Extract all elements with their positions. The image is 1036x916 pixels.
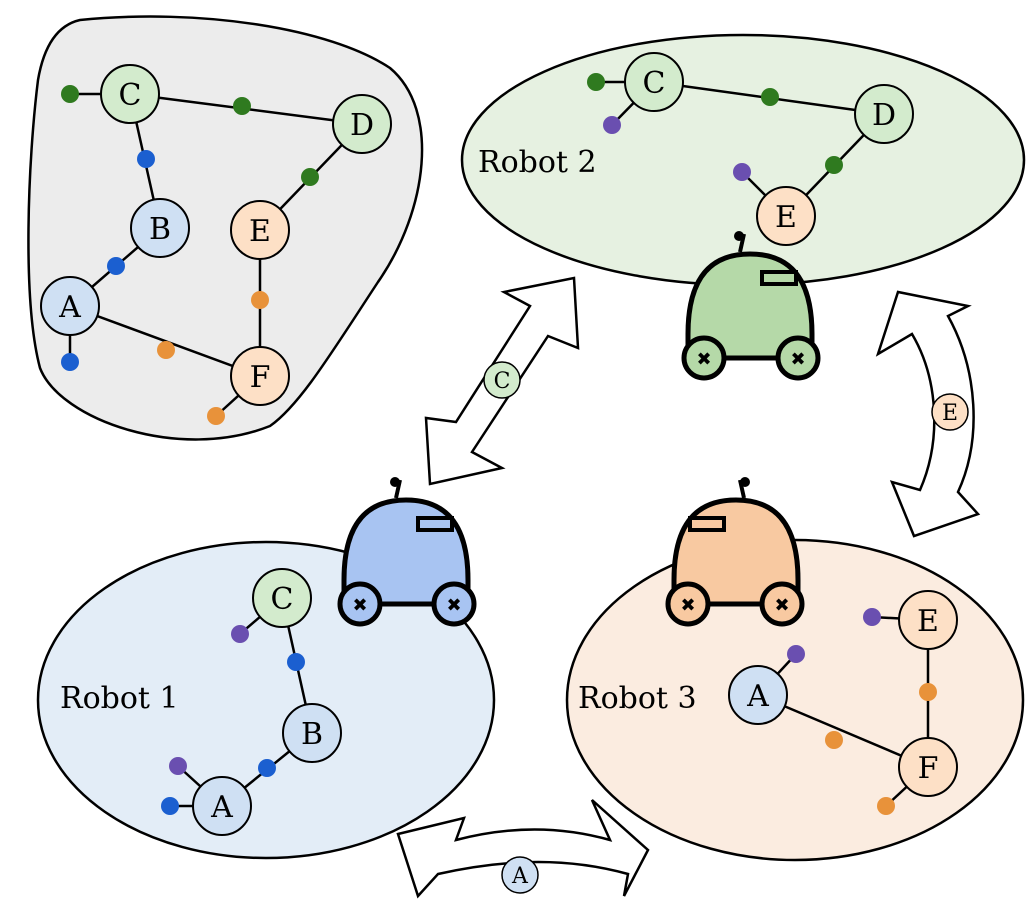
purple-dot — [169, 757, 187, 775]
green-dot — [61, 85, 79, 103]
orange-dot — [919, 683, 937, 701]
node-e: E — [898, 590, 958, 650]
svg-text:✖: ✖ — [696, 349, 711, 370]
blue-dot — [137, 150, 155, 168]
node-c: C — [624, 52, 684, 112]
blue-dot — [161, 797, 179, 815]
edge — [69, 304, 261, 378]
node-b: B — [282, 703, 342, 763]
green-dot — [301, 168, 319, 186]
blue-dot — [287, 653, 305, 671]
node-label: F — [250, 360, 271, 395]
global-map: C D B E A F — [27, 15, 424, 441]
node-label: A — [58, 290, 81, 325]
node-label: C — [271, 582, 294, 617]
purple-dot — [733, 163, 751, 181]
node-label: D — [872, 98, 896, 133]
node-c: C — [252, 568, 312, 628]
robot3-label: Robot 3 — [578, 681, 697, 716]
node-label: C — [119, 78, 142, 113]
blue-dot — [107, 257, 125, 275]
robot1-label: Robot 1 — [60, 681, 179, 716]
node-e: E — [230, 200, 290, 260]
exchange-arrow-robot2-robot3: E — [875, 290, 981, 538]
orange-dot — [825, 731, 843, 749]
node-label: E — [249, 214, 271, 249]
node-label: E — [775, 200, 797, 235]
robot1-icon: ✖ ✖ — [337, 477, 477, 627]
node-d: D — [332, 94, 392, 154]
node-label: D — [350, 108, 374, 143]
shared-node-badge — [501, 856, 539, 894]
shared-node-badge — [931, 393, 969, 431]
shared-node-badge — [483, 361, 521, 399]
node-label: B — [149, 212, 171, 247]
exchange-arrow-robot1-robot2: C — [424, 276, 580, 486]
robot2-label: Robot 2 — [478, 145, 597, 180]
node-label: B — [301, 717, 323, 752]
robot1-region — [36, 540, 496, 860]
blue-dot — [258, 759, 276, 777]
node-f: F — [898, 737, 958, 797]
robot2-icon: ✖ ✖ — [681, 231, 821, 381]
green-dot — [825, 156, 843, 174]
double-arrow-icon — [875, 290, 981, 538]
node-a: A — [192, 776, 252, 836]
robot1-map: Robot 1 C B A — [36, 540, 496, 860]
node-label: F — [918, 751, 939, 786]
blue-dot — [61, 353, 79, 371]
exchange-arrow-robot1-robot3: A — [396, 799, 650, 899]
node-label: C — [643, 66, 666, 101]
svg-text:✖: ✖ — [790, 349, 805, 370]
node-label: E — [917, 604, 939, 639]
global-map-region — [27, 15, 424, 441]
node-label: A — [746, 679, 769, 714]
node-c: C — [100, 64, 160, 124]
green-dot — [761, 88, 779, 106]
green-dot — [587, 73, 605, 91]
purple-dot — [231, 625, 249, 643]
edge — [757, 693, 929, 769]
node-d: D — [854, 84, 914, 144]
purple-dot — [603, 116, 621, 134]
green-dot — [233, 97, 251, 115]
robot2-map: Robot 2 C D E — [460, 33, 1026, 287]
shared-node-label: C — [494, 369, 511, 394]
node-label: A — [210, 790, 233, 825]
orange-dot — [207, 407, 225, 425]
node-f: F — [230, 346, 290, 406]
shared-node-label: E — [942, 401, 958, 426]
purple-dot — [787, 645, 805, 663]
node-b: B — [130, 198, 190, 258]
robot3-icon: ✖ ✖ — [665, 477, 805, 627]
svg-text:✖: ✖ — [680, 595, 695, 616]
orange-dot — [157, 341, 175, 359]
svg-text:✖: ✖ — [446, 595, 461, 616]
orange-dot — [877, 797, 895, 815]
svg-text:✖: ✖ — [352, 595, 367, 616]
node-e: E — [756, 186, 816, 246]
orange-dot — [251, 291, 269, 309]
shared-node-label: A — [511, 864, 529, 889]
svg-text:✖: ✖ — [774, 595, 789, 616]
node-a: A — [40, 276, 100, 336]
double-arrow-icon — [396, 799, 650, 899]
purple-dot — [863, 608, 881, 626]
node-a: A — [728, 665, 788, 725]
